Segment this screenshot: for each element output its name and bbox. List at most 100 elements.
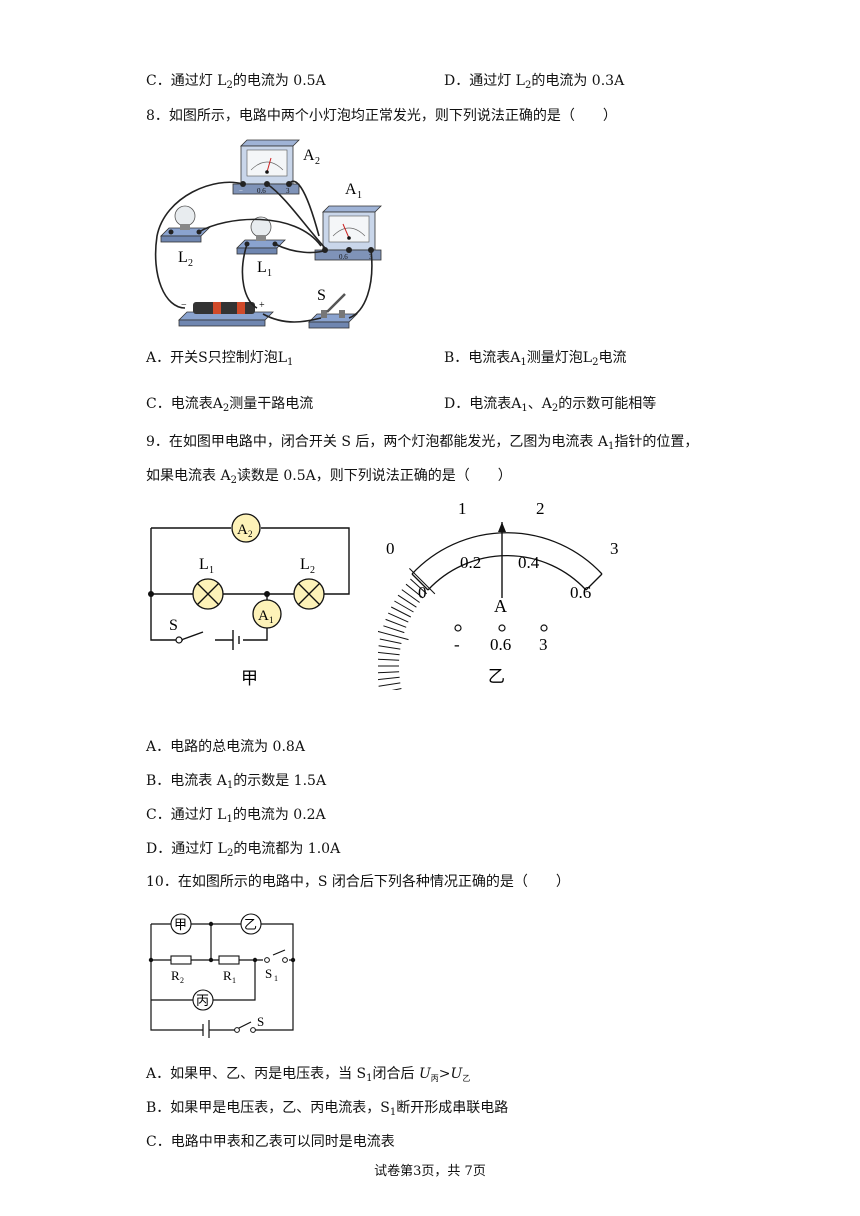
dial-tick bbox=[385, 618, 407, 628]
svg-text:1: 1 bbox=[269, 615, 274, 625]
top-tick-label: 0 bbox=[386, 539, 395, 558]
dial-tick bbox=[378, 645, 401, 650]
svg-text:L: L bbox=[178, 249, 188, 266]
svg-text:L: L bbox=[300, 556, 310, 573]
lamp-l2-icon bbox=[293, 578, 325, 610]
q8-option-c: C．电流表A2测量干路电流 bbox=[146, 396, 314, 414]
q7-option-c: C．通过灯 L2的电流为 0.5A bbox=[146, 73, 326, 91]
dial-tick bbox=[378, 676, 400, 681]
dial-tick bbox=[383, 625, 405, 634]
dial-tick bbox=[401, 589, 420, 603]
q10-circuit-figure: 甲 乙 丙 R 2 R 1 S 1 S bbox=[148, 913, 296, 1038]
bottom-tick-label: 0 bbox=[418, 583, 427, 602]
svg-text:A: A bbox=[258, 608, 269, 624]
top-tick-label: 2 bbox=[536, 499, 545, 518]
svg-text:乙: 乙 bbox=[244, 917, 257, 932]
dial-tick bbox=[410, 578, 428, 595]
lamp-l1-icon bbox=[192, 578, 224, 610]
q9-option-b: B．电流表 A1的示数是 1.5A bbox=[146, 773, 327, 791]
q9-circuit-jia: A 2 L 1 L 2 A 1 S 甲 bbox=[148, 513, 350, 688]
svg-text:A: A bbox=[494, 596, 507, 616]
q8-option-a: A．开关S只控制灯泡L1 bbox=[146, 350, 294, 368]
dial-tick bbox=[378, 651, 400, 656]
svg-text:L: L bbox=[199, 556, 209, 573]
switch-s-icon bbox=[308, 293, 358, 329]
svg-text:−: − bbox=[181, 300, 187, 311]
top-tick-label: 3 bbox=[610, 539, 619, 558]
bottom-tick-label: 0.6 bbox=[570, 583, 591, 602]
svg-text:1: 1 bbox=[274, 974, 278, 983]
dial-tick bbox=[394, 600, 414, 613]
svg-text:L: L bbox=[257, 259, 267, 276]
q8-circuit-figure: − 0.6 3 A 2 0.6 3 A 1 L 2 L bbox=[154, 139, 382, 329]
svg-text:0.6: 0.6 bbox=[490, 635, 511, 654]
meter-jia-icon: 甲 bbox=[170, 913, 192, 935]
q7-option-d: D．通过灯 L2的电流为 0.3A bbox=[444, 73, 625, 91]
q10-option-c: C．电路中甲表和乙表可以同时是电流表 bbox=[146, 1134, 395, 1150]
svg-text:-: - bbox=[454, 635, 460, 654]
battery-icon: − + bbox=[178, 300, 274, 327]
svg-text:S: S bbox=[317, 287, 326, 304]
svg-text:2: 2 bbox=[188, 258, 193, 269]
top-tick-label: 1 bbox=[458, 499, 467, 518]
svg-text:R: R bbox=[171, 968, 180, 983]
svg-text:0.6: 0.6 bbox=[257, 187, 266, 195]
q10-stem: 10．在如图所示的电路中，S 闭合后下列各种情况正确的是（ ） bbox=[146, 874, 570, 890]
dial-tick bbox=[387, 612, 409, 623]
svg-text:1: 1 bbox=[209, 565, 214, 576]
svg-text:甲: 甲 bbox=[174, 917, 187, 932]
svg-text:A: A bbox=[237, 522, 248, 538]
svg-text:A: A bbox=[303, 147, 315, 164]
figure-caption-yi: 乙 bbox=[488, 667, 505, 686]
svg-text:A: A bbox=[345, 181, 357, 198]
dial-tick bbox=[390, 606, 412, 618]
ammeter-a1-icon: A 1 bbox=[252, 599, 282, 629]
svg-text:0.6: 0.6 bbox=[339, 253, 348, 261]
dial-tick bbox=[378, 658, 400, 661]
meter-bing-icon: 丙 bbox=[192, 989, 214, 1011]
q9-option-d: D．通过灯 L2的电流都为 1.0A bbox=[146, 841, 341, 859]
svg-text:3: 3 bbox=[286, 187, 290, 195]
bulb-l1-icon bbox=[236, 216, 286, 255]
svg-text:R: R bbox=[223, 968, 232, 983]
q8-option-b: B．电流表A1测量灯泡L2电流 bbox=[444, 350, 627, 368]
q9-option-a: A．电路的总电流为 0.8A bbox=[146, 739, 305, 755]
svg-text:S: S bbox=[169, 617, 178, 634]
page-footer: 试卷第3页，共 7页 bbox=[374, 1164, 486, 1179]
dial-tick bbox=[379, 638, 402, 644]
svg-text:丙: 丙 bbox=[196, 993, 209, 1008]
q8-option-d: D．电流表A1、A2的示数可能相等 bbox=[444, 396, 657, 414]
ammeter-a2-icon: A 2 bbox=[231, 513, 261, 543]
bottom-tick-label: 0.2 bbox=[460, 553, 481, 572]
q9-stem-line1: 9．在如图甲电路中，闭合开关 S 后，两个灯泡都能发光，乙图为电流表 A1指针的… bbox=[146, 434, 699, 452]
q10-option-b: B．如果甲是电压表，乙、丙电流表，S1断开形成串联电路 bbox=[146, 1100, 509, 1118]
bottom-tick-label: 0.4 bbox=[518, 553, 540, 572]
svg-text:−: − bbox=[239, 187, 243, 195]
svg-text:S: S bbox=[257, 1014, 264, 1029]
svg-text:1: 1 bbox=[357, 190, 362, 201]
meter-yi-icon: 乙 bbox=[240, 913, 262, 935]
svg-text:1: 1 bbox=[232, 976, 236, 985]
svg-text:2: 2 bbox=[248, 529, 253, 539]
dial-tick bbox=[391, 688, 402, 690]
dial-tick bbox=[405, 583, 424, 599]
resistor-r1-icon bbox=[218, 955, 240, 965]
dial-tick bbox=[378, 671, 400, 674]
figure-caption-jia: 甲 bbox=[241, 669, 258, 688]
q10-option-a: A．如果甲、乙、丙是电压表，当 S1闭合后 U丙>U乙 bbox=[146, 1066, 471, 1084]
dial-tick bbox=[378, 630, 409, 641]
svg-text:S: S bbox=[265, 966, 272, 981]
q9-ammeter-dial-yi: 0 1 2 3 0 0.2 0.4 0.6 A - 0.6 3 乙 bbox=[378, 499, 619, 690]
svg-text:2: 2 bbox=[180, 976, 184, 985]
resistor-r2-icon bbox=[170, 955, 192, 965]
q8-stem: 8．如图所示，电路中两个小灯泡均正常发光，则下列说法正确的是（ ） bbox=[146, 108, 617, 124]
dial-tick bbox=[378, 682, 401, 687]
svg-text:3: 3 bbox=[539, 635, 548, 654]
q9-option-c: C．通过灯 L1的电流为 0.2A bbox=[146, 807, 326, 825]
svg-text:2: 2 bbox=[315, 156, 320, 167]
svg-text:+: + bbox=[259, 300, 265, 311]
svg-text:1: 1 bbox=[267, 268, 272, 279]
ammeter-a2-icon: − 0.6 3 bbox=[232, 139, 300, 195]
q9-stem-line2: 如果电流表 A2读数是 0.5A，则下列说法正确的是（ ） bbox=[146, 468, 512, 486]
dial-tick bbox=[397, 594, 417, 608]
